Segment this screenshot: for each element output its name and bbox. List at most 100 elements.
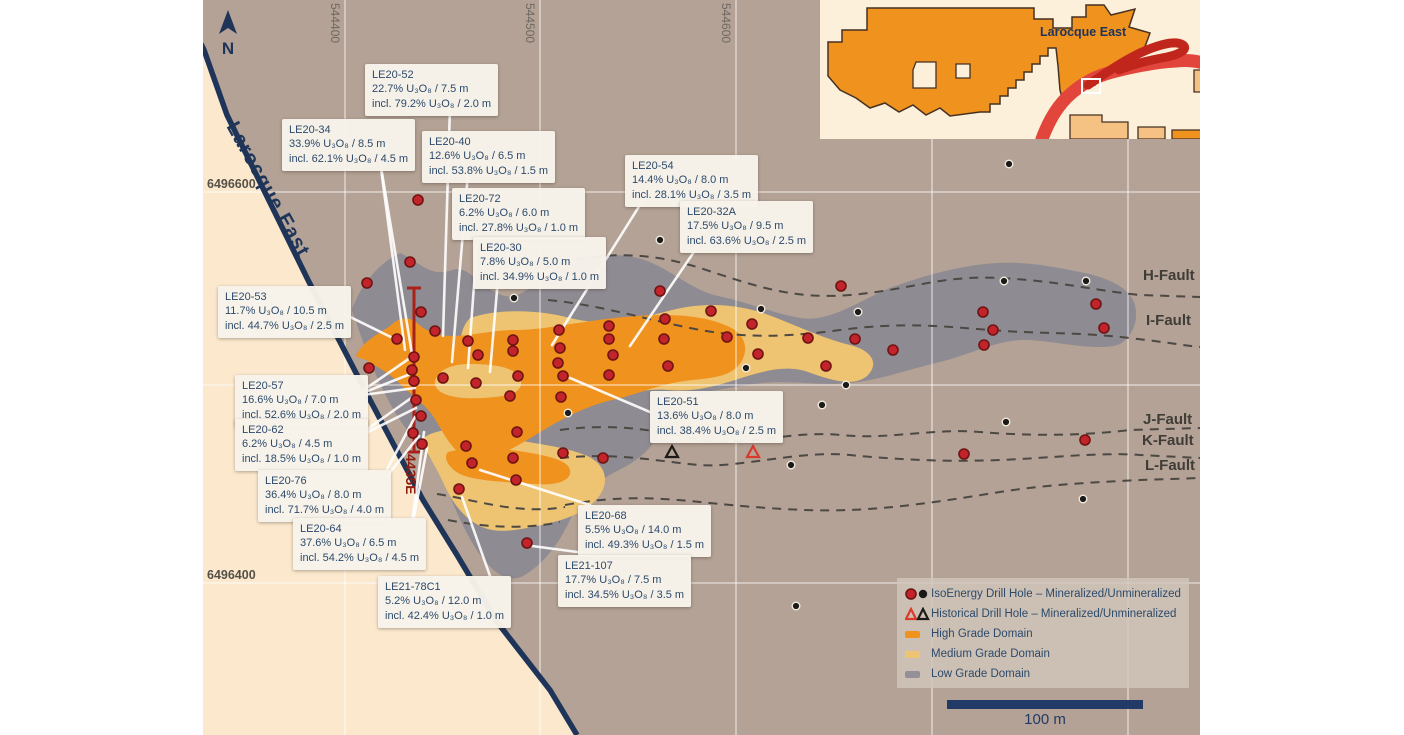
- drill-hole-unmineralized: [756, 304, 766, 314]
- inset-map-graphics: [827, 4, 1200, 146]
- section-label-4435e: 4435E: [403, 454, 419, 495]
- intercept-grade: 17.7% U₃O₈ / 7.5 m: [565, 574, 662, 587]
- drill-hole-mineralized: [557, 370, 569, 382]
- drill-hole-mineralized: [603, 333, 615, 345]
- drill-hole-mineralized: [415, 306, 427, 318]
- drill-hole-mineralized: [802, 332, 814, 344]
- drill-hole-unmineralized: [791, 601, 801, 611]
- drill-hole-mineralized: [978, 339, 990, 351]
- drill-hole-unmineralized: [1081, 276, 1091, 286]
- intercept-grade: incl. 63.6% U₃O₈ / 2.5 m: [687, 234, 807, 247]
- drill-hole-id: LE20-34: [289, 124, 331, 136]
- north-arrow-icon: [219, 10, 237, 34]
- intercept-grade: incl. 79.2% U₃O₈ / 2.0 m: [372, 97, 492, 110]
- intercept-grade: 14.4% U₃O₈ / 8.0 m: [632, 174, 729, 187]
- inset-map: Larocque East: [820, 0, 1200, 146]
- historical-hole-unmineralized: [664, 443, 680, 459]
- drill-hole-mineralized: [406, 364, 418, 376]
- inset-claim-light-edge: [1193, 69, 1200, 93]
- historical-hole-mineralized: [745, 443, 761, 459]
- drill-hole-mineralized: [654, 285, 666, 297]
- north-arrow: N: [213, 8, 243, 59]
- fault-line-west-2: [447, 519, 561, 528]
- drill-hole-mineralized: [658, 333, 670, 345]
- intercept-grade: incl. 18.5% U₃O₈ / 1.0 m: [242, 452, 362, 465]
- drill-hole-mineralized: [415, 410, 427, 422]
- intercept-grade: incl. 54.2% U₃O₈ / 4.5 m: [300, 551, 420, 564]
- drill-hole-mineralized: [553, 324, 565, 336]
- intercept-grade: incl. 53.8% U₃O₈ / 1.5 m: [429, 164, 549, 177]
- drill-hole-mineralized: [361, 277, 373, 289]
- legend-marker-dots: [905, 587, 931, 601]
- intercept-grade: incl. 27.8% U₃O₈ / 1.0 m: [459, 221, 579, 234]
- intercept-grade: incl. 49.3% U₃O₈ / 1.5 m: [585, 538, 705, 551]
- drill-hole-mineralized: [659, 313, 671, 325]
- inset-hole-1: [912, 61, 937, 89]
- intercept-grade: 16.6% U₃O₈ / 7.0 m: [242, 394, 339, 407]
- drill-hole-id: LE20-64: [300, 523, 342, 535]
- intercept-grade: incl. 71.7% U₃O₈ / 4.0 m: [265, 503, 385, 516]
- easting-label: 544400: [328, 3, 342, 44]
- drill-hole-mineralized: [521, 537, 533, 549]
- inset-region-label: Larocque East: [1040, 25, 1127, 39]
- high-grade-domain-strip: [445, 448, 571, 485]
- drill-hole-mineralized: [470, 377, 482, 389]
- drill-hole-id: LE20-57: [242, 380, 284, 392]
- intercept-grade: incl. 62.1% U₃O₈ / 4.5 m: [289, 152, 409, 165]
- drill-hole-mineralized: [408, 351, 420, 363]
- inset-section-locator: [1081, 78, 1101, 94]
- legend-item: IsoEnergy Drill Hole – Mineralized/Unmin…: [905, 584, 1189, 604]
- drill-hole-id: LE20-72: [459, 193, 501, 205]
- legend-label: IsoEnergy Drill Hole – Mineralized/Unmin…: [931, 588, 1181, 600]
- drill-hole-mineralized: [721, 331, 733, 343]
- legend-item: High Grade Domain: [905, 624, 1189, 644]
- fault-line-j: [559, 426, 1200, 444]
- drill-hole-mineralized: [511, 426, 523, 438]
- drill-hole-mineralized: [512, 370, 524, 382]
- drill-hole-mineralized: [607, 349, 619, 361]
- drill-hole-mineralized: [752, 348, 764, 360]
- fault-line-h: [544, 254, 1200, 298]
- legend-item: Medium Grade Domain: [905, 644, 1189, 664]
- north-label: N: [221, 39, 235, 58]
- fault-label-h: H-Fault: [1143, 267, 1195, 284]
- drill-hole-mineralized: [552, 357, 564, 369]
- easting-label: 544600: [719, 3, 733, 44]
- drill-hole-mineralized: [746, 318, 758, 330]
- fault-line-k: [559, 453, 1200, 467]
- scale-bar-rule: [947, 700, 1143, 709]
- drill-hole-mineralized: [662, 360, 674, 372]
- drill-hole-mineralized: [1079, 434, 1091, 446]
- intercept-grade: 12.6% U₃O₈ / 6.5 m: [429, 150, 526, 163]
- drill-hole-unmineralized: [1001, 417, 1011, 427]
- drill-hole-mineralized: [453, 483, 465, 495]
- inset-conductor-dark: [1083, 38, 1190, 90]
- leader-line-le20-51: [568, 376, 652, 414]
- drill-hole-mineralized: [603, 369, 615, 381]
- scale-bar-label: 100 m: [1024, 711, 1066, 728]
- easting-label: 544500: [523, 3, 537, 44]
- drill-hole-mineralized: [504, 390, 516, 402]
- drill-hole-unmineralized: [841, 380, 851, 390]
- drill-hole-unmineralized: [853, 307, 863, 317]
- drill-hole-mineralized: [603, 320, 615, 332]
- intercept-grade: incl. 52.6% U₃O₈ / 2.0 m: [242, 408, 362, 421]
- drill-hole-unmineralized: [1078, 494, 1088, 504]
- intercept-grade: incl. 28.1% U₃O₈ / 3.5 m: [632, 188, 752, 201]
- drill-hole-markers: [361, 159, 1110, 611]
- intercept-grade: 13.6% U₃O₈ / 8.0 m: [657, 410, 754, 423]
- drill-hole-mineralized: [1090, 298, 1102, 310]
- drill-hole-mineralized: [1098, 322, 1110, 334]
- intercept-grade: 5.2% U₃O₈ / 12.0 m: [385, 595, 482, 608]
- drill-hole-id: LE20-40: [429, 136, 471, 148]
- drill-hole-mineralized: [507, 334, 519, 346]
- drill-hole-id: LE20-62: [242, 424, 284, 436]
- fault-label-j: J-Fault: [1143, 411, 1193, 428]
